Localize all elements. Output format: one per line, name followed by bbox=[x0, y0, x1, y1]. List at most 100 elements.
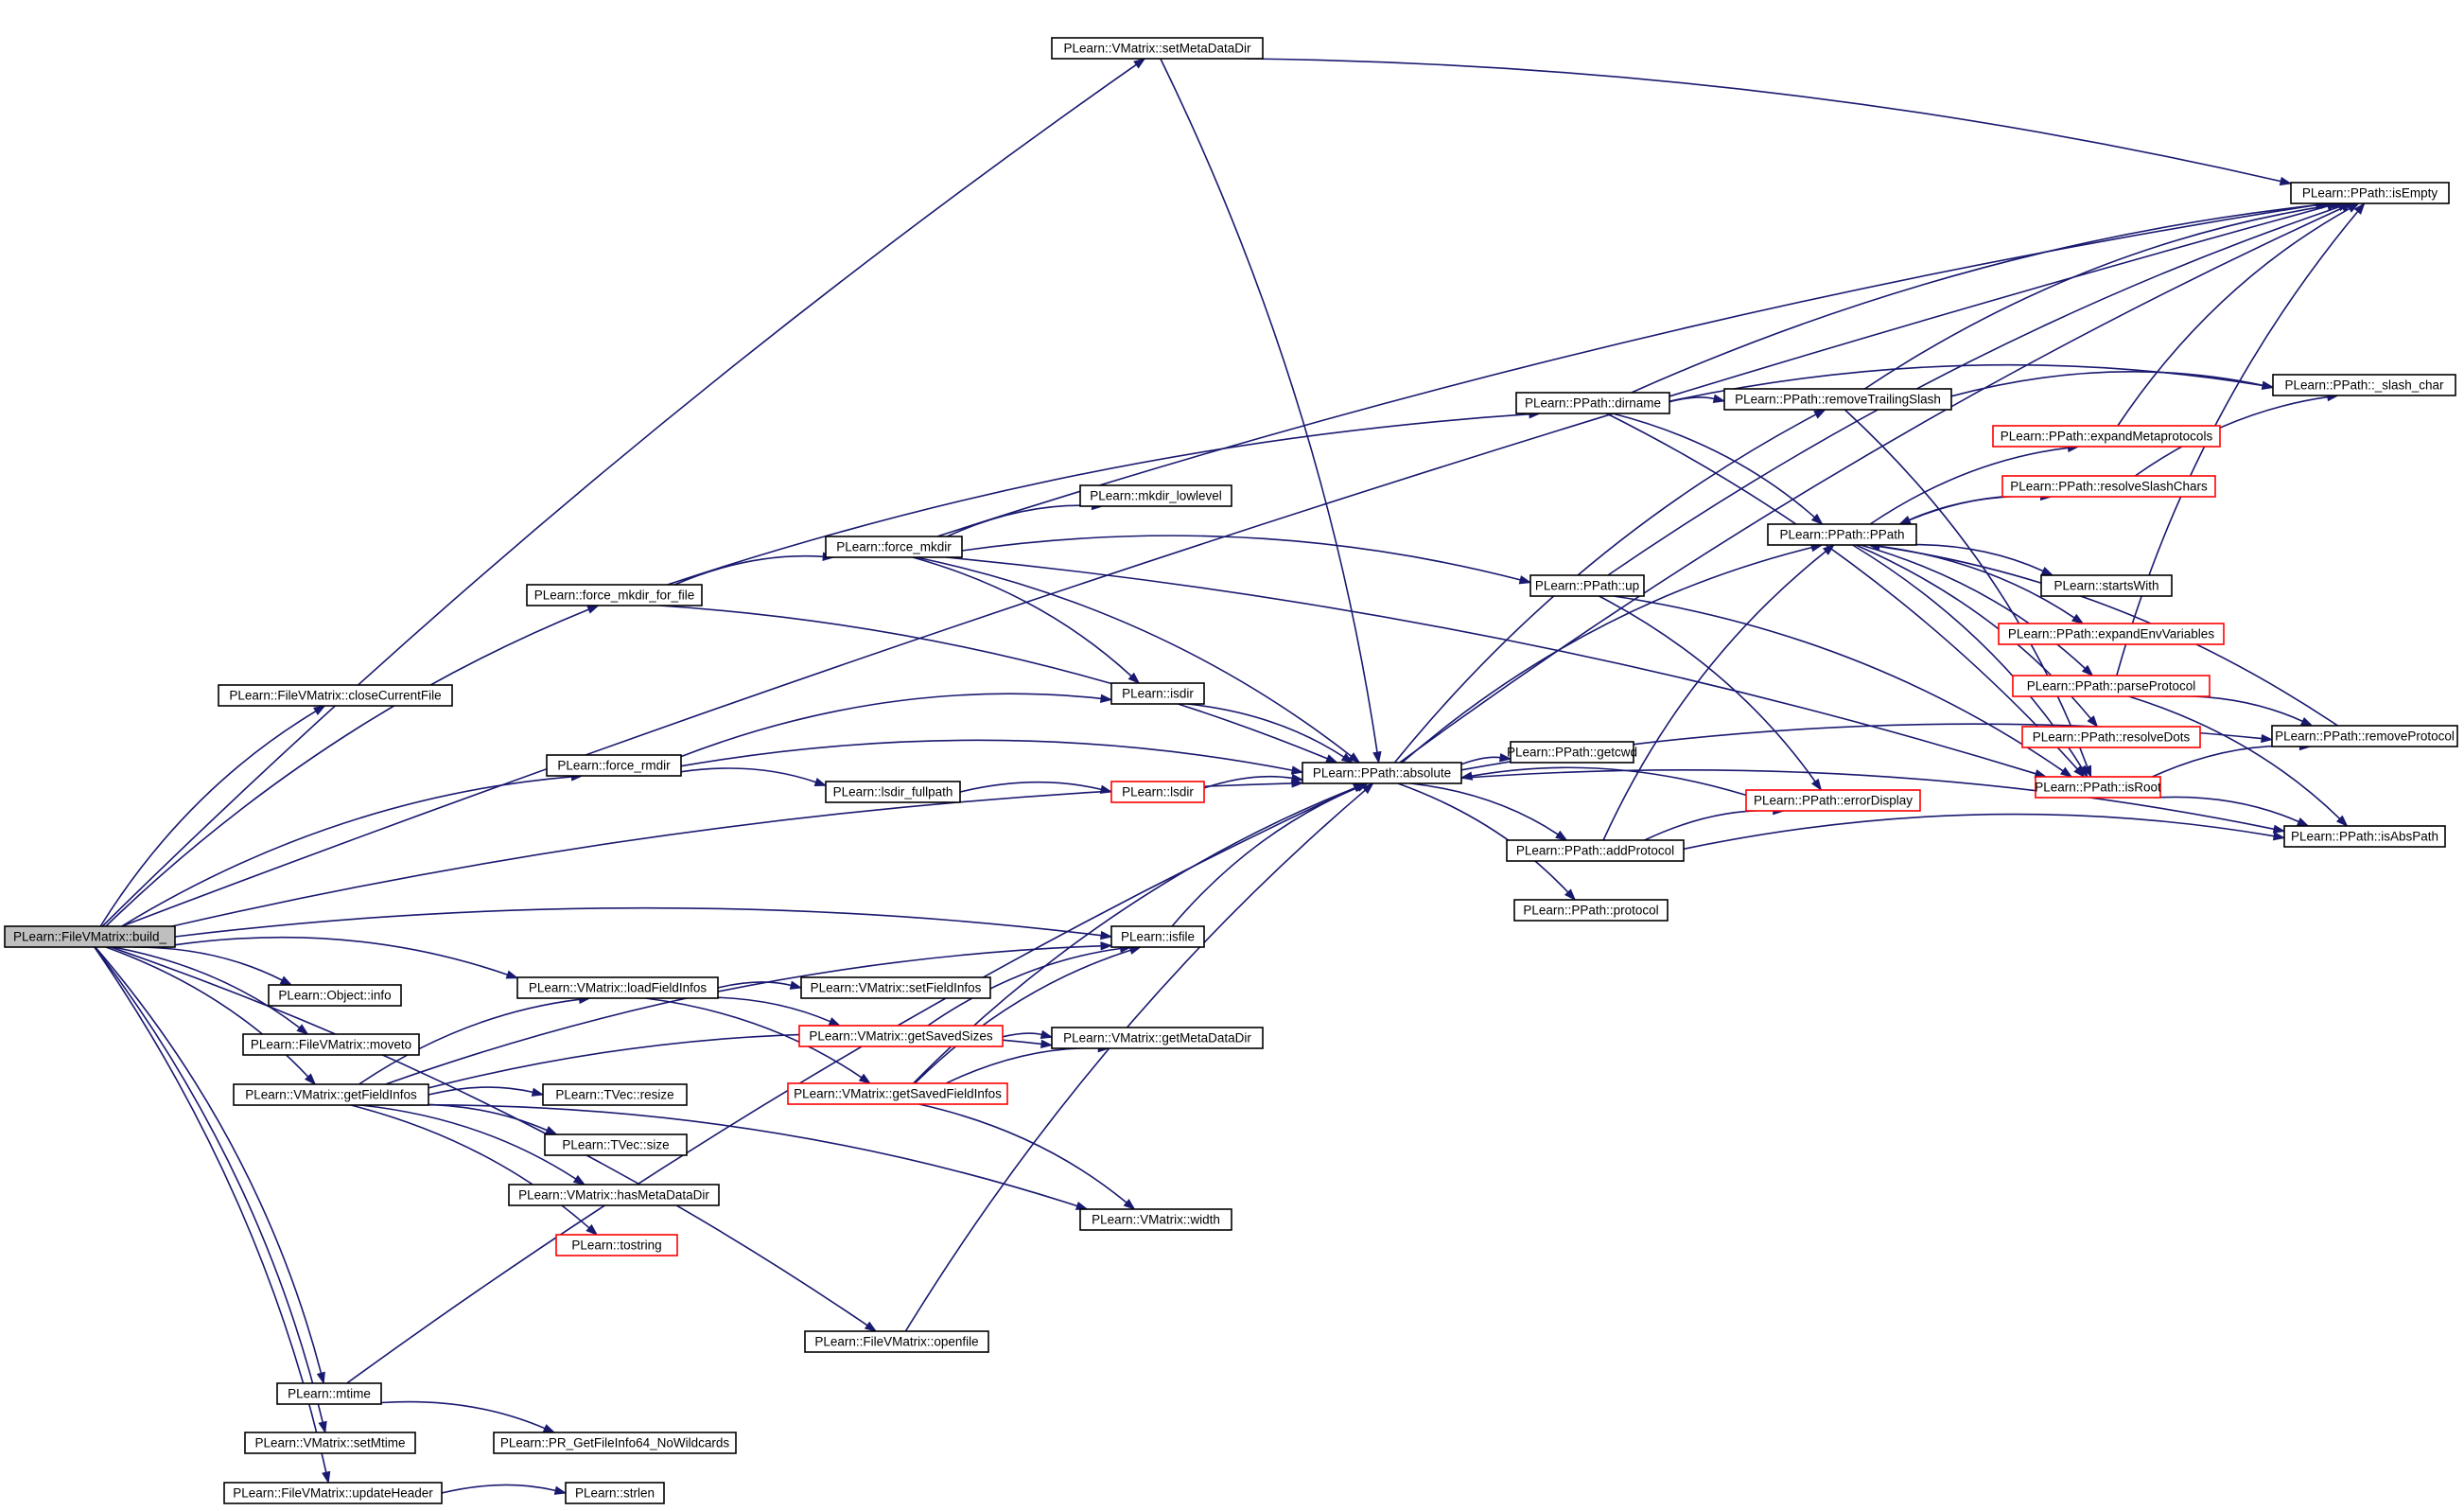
edge-line bbox=[673, 554, 824, 586]
node-absolute[interactable]: PLearn::PPath::absolute bbox=[1302, 762, 1462, 784]
node-updateHeader[interactable]: PLearn::FileVMatrix::updateHeader bbox=[223, 1482, 443, 1504]
node-errorDisplay[interactable]: PLearn::PPath::errorDisplay bbox=[1745, 789, 1921, 812]
node-box bbox=[1110, 781, 1205, 803]
node-getcwd[interactable]: PLearn::PPath::getcwd bbox=[1507, 741, 1637, 764]
node-up[interactable]: PLearn::PPath::up bbox=[1529, 574, 1645, 597]
node-box bbox=[825, 536, 963, 558]
edge-line bbox=[350, 1104, 590, 1229]
edge-line bbox=[1602, 551, 1826, 841]
node-box bbox=[2021, 726, 2201, 748]
call-graph-nodes: PLearn::FileVMatrix::build_PLearn::VMatr… bbox=[4, 37, 2458, 1504]
edge-line bbox=[105, 608, 589, 927]
node-build[interactable]: PLearn::FileVMatrix::build_ bbox=[4, 925, 176, 948]
node-mtime[interactable]: PLearn::mtime bbox=[276, 1382, 382, 1405]
node-removeProtocol[interactable]: PLearn::PPath::removeProtocol bbox=[2271, 725, 2458, 747]
edge-line bbox=[1460, 756, 1501, 765]
node-box bbox=[798, 1025, 1004, 1047]
node-PR_GetFileInfo64[interactable]: PLearn::PR_GetFileInfo64_NoWildcards bbox=[493, 1432, 737, 1454]
node-force_mkdir[interactable]: PLearn::force_mkdir bbox=[825, 536, 963, 558]
edge-arrowhead bbox=[2261, 380, 2275, 390]
node-box bbox=[542, 1083, 688, 1106]
node-removeTrailingSlash[interactable]: PLearn::PPath::removeTrailingSlash bbox=[1723, 388, 1952, 411]
node-tostring[interactable]: PLearn::tostring bbox=[555, 1234, 678, 1256]
node-box bbox=[804, 1330, 989, 1353]
edge-isfile-to-absolute bbox=[1171, 782, 1370, 927]
edge-isdir-to-absolute bbox=[1186, 703, 1354, 764]
edge-force_mkdir-to-isRoot bbox=[946, 556, 2048, 779]
node-width[interactable]: PLearn::VMatrix::width bbox=[1079, 1208, 1232, 1231]
node-mkdir_lowlevel[interactable]: PLearn::mkdir_lowlevel bbox=[1079, 484, 1232, 507]
node-setFieldInfos[interactable]: PLearn::VMatrix::setFieldInfos bbox=[800, 976, 991, 999]
node-loadFieldInfos[interactable]: PLearn::VMatrix::loadFieldInfos bbox=[516, 976, 719, 999]
node-label: PLearn::PPath::PPath bbox=[1779, 528, 1904, 542]
node-slash_char[interactable]: PLearn::PPath::_slash_char bbox=[2272, 374, 2456, 396]
edge-line bbox=[2117, 207, 2350, 427]
node-box bbox=[555, 1234, 678, 1256]
edge-line bbox=[1950, 371, 2263, 397]
edge-line bbox=[680, 693, 1102, 758]
node-box bbox=[242, 1033, 420, 1056]
edge-arrowhead bbox=[1810, 778, 1823, 792]
node-box bbox=[1515, 392, 1670, 414]
node-label: PLearn::PPath::up bbox=[1535, 579, 1639, 593]
node-size[interactable]: PLearn::TVec::size bbox=[544, 1133, 688, 1156]
node-resize[interactable]: PLearn::TVec::resize bbox=[542, 1083, 688, 1106]
node-isAbsPath[interactable]: PLearn::PPath::isAbsPath bbox=[2283, 825, 2446, 848]
node-expandMetaprotocols[interactable]: PLearn::PPath::expandMetaprotocols bbox=[1992, 425, 2221, 448]
edge-line bbox=[1460, 768, 2275, 831]
node-strlen[interactable]: PLearn::strlen bbox=[565, 1482, 665, 1504]
edge-expandMetaprotocols-to-isEmpty bbox=[2117, 202, 2360, 427]
edge-line bbox=[1669, 396, 1715, 403]
edge-line bbox=[1393, 413, 1817, 764]
node-setMtime[interactable]: PLearn::VMatrix::setMtime bbox=[244, 1432, 416, 1454]
edge-line bbox=[385, 945, 1102, 1085]
node-box bbox=[508, 1184, 720, 1206]
node-addProtocol[interactable]: PLearn::PPath::addProtocol bbox=[1506, 839, 1685, 862]
edge-arrowhead bbox=[2081, 664, 2094, 676]
edge-arrowhead bbox=[2272, 824, 2286, 834]
node-openfile[interactable]: PLearn::FileVMatrix::openfile bbox=[804, 1330, 989, 1353]
node-resolveDots[interactable]: PLearn::PPath::resolveDots bbox=[2021, 726, 2201, 748]
edge-arrowhead bbox=[1340, 752, 1354, 764]
edge-line bbox=[717, 981, 792, 989]
node-startsWith[interactable]: PLearn::startsWith bbox=[2040, 574, 2173, 597]
node-isRoot[interactable]: PLearn::PPath::isRoot bbox=[2035, 776, 2161, 799]
node-isdir[interactable]: PLearn::isdir bbox=[1110, 682, 1205, 705]
node-protocol[interactable]: PLearn::PPath::protocol bbox=[1513, 899, 1669, 922]
edge-loadFieldInfos-to-setFieldInfos bbox=[717, 980, 803, 990]
node-lsdir_fullpath[interactable]: PLearn::lsdir_fullpath bbox=[825, 781, 961, 803]
edge-setMetaDataDir-to-isEmpty bbox=[1244, 58, 2293, 186]
node-expandEnvVariables[interactable]: PLearn::PPath::expandEnvVariables bbox=[1998, 623, 2225, 645]
node-lsdir[interactable]: PLearn::lsdir bbox=[1110, 781, 1205, 803]
node-moveto[interactable]: PLearn::FileVMatrix::moveto bbox=[242, 1033, 420, 1056]
node-isEmpty[interactable]: PLearn::PPath::isEmpty bbox=[2290, 182, 2450, 204]
node-PPath[interactable]: PLearn::PPath::PPath bbox=[1767, 523, 1917, 546]
node-getSavedFieldInfos[interactable]: PLearn::VMatrix::getSavedFieldInfos bbox=[787, 1082, 1008, 1105]
edge-arrowhead bbox=[1361, 782, 1374, 795]
node-force_mkdir_for_file[interactable]: PLearn::force_mkdir_for_file bbox=[526, 584, 703, 606]
node-hasMetaDataDir[interactable]: PLearn::VMatrix::hasMetaDataDir bbox=[508, 1184, 720, 1206]
node-getMetaDataDir[interactable]: PLearn::VMatrix::getMetaDataDir bbox=[1051, 1027, 1264, 1049]
node-getFieldInfos[interactable]: PLearn::VMatrix::getFieldInfos bbox=[233, 1083, 429, 1106]
edge-line bbox=[174, 936, 508, 975]
node-label: PLearn::FileVMatrix::openfile bbox=[814, 1335, 978, 1349]
node-getSavedSizes[interactable]: PLearn::VMatrix::getSavedSizes bbox=[798, 1025, 1004, 1047]
node-force_rmdir[interactable]: PLearn::force_rmdir bbox=[546, 754, 682, 777]
node-isfile[interactable]: PLearn::isfile bbox=[1110, 925, 1205, 948]
edge-line bbox=[680, 739, 1293, 771]
node-closeCurrentFile[interactable]: PLearn::FileVMatrix::closeCurrentFile bbox=[218, 684, 453, 707]
edge-arrowhead bbox=[2059, 766, 2073, 778]
node-box bbox=[787, 1082, 1008, 1105]
edge-build-to-setMetaDataDir bbox=[101, 58, 1146, 927]
node-resolveSlashChars[interactable]: PLearn::PPath::resolveSlashChars bbox=[2001, 475, 2216, 498]
node-parseProtocol[interactable]: PLearn::PPath::parseProtocol bbox=[2012, 675, 2211, 697]
edge-lsdir-to-absolute bbox=[1203, 773, 1304, 789]
edge-line bbox=[1002, 1032, 1042, 1038]
node-label: PLearn::FileVMatrix::updateHeader bbox=[233, 1486, 433, 1501]
edge-line bbox=[961, 535, 1521, 581]
node-dirname[interactable]: PLearn::PPath::dirname bbox=[1515, 392, 1670, 414]
node-setMetaDataDir[interactable]: PLearn::VMatrix::setMetaDataDir bbox=[1051, 37, 1264, 60]
edge-absolute-to-getcwd bbox=[1460, 753, 1512, 765]
node-object_info[interactable]: PLearn::Object::info bbox=[268, 984, 402, 1007]
edge-arrowhead bbox=[1564, 888, 1577, 902]
